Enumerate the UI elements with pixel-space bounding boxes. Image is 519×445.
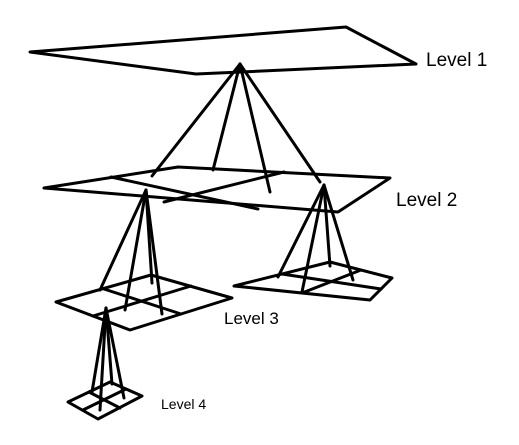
- connectors-level2-to-level3: [98, 183, 355, 316]
- connector: [276, 183, 326, 279]
- connector: [300, 183, 326, 294]
- connectors-level3-to-level4: [90, 306, 126, 412]
- level-3-label: Level 3: [224, 309, 279, 328]
- connectors-level1-to-level2: [150, 62, 322, 194]
- connector: [98, 188, 148, 292]
- connector: [123, 188, 148, 312]
- connector: [144, 188, 164, 316]
- level-4-plane: [66, 380, 144, 421]
- level-2-label: Level 2: [396, 190, 457, 211]
- level-3-plane-left: [54, 273, 234, 332]
- level-4-label: Level 4: [161, 396, 206, 412]
- connector: [150, 62, 242, 178]
- connector: [90, 306, 108, 394]
- connector: [211, 62, 242, 172]
- level-2-plane: [42, 165, 392, 214]
- connector: [322, 183, 355, 282]
- connector: [98, 306, 108, 412]
- level-1-label: Level 1: [426, 50, 487, 71]
- connector: [238, 62, 322, 184]
- level-1-plane: [28, 25, 418, 76]
- connector: [322, 183, 332, 268]
- level-3-plane-right: [232, 260, 394, 302]
- connector: [104, 306, 126, 400]
- connector: [104, 306, 114, 386]
